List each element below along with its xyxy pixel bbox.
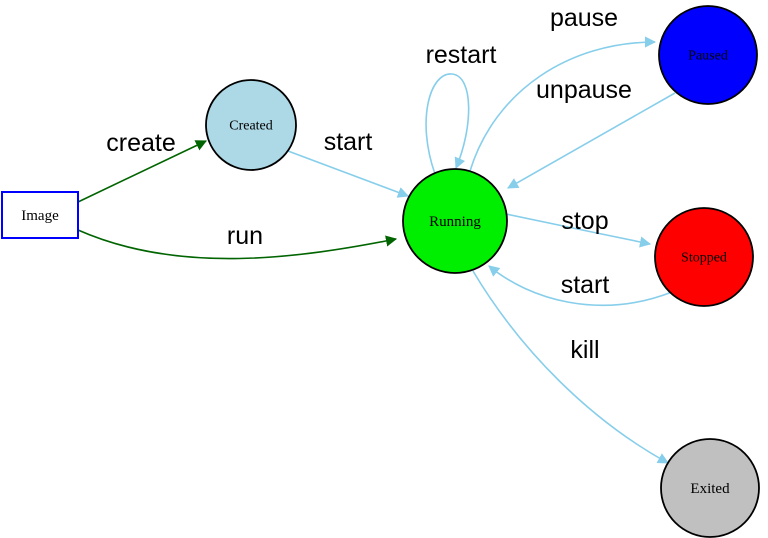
node-paused-shape	[658, 5, 758, 105]
node-image-label: Image	[21, 208, 59, 224]
edge-run[interactable]: run	[77, 222, 398, 260]
edge-restart-path	[425, 73, 470, 175]
edge-start-stopped-path	[488, 265, 673, 307]
edge-kill[interactable]: kill	[472, 270, 669, 464]
edge-start-created-label: start	[324, 128, 373, 156]
edge-pause-path	[469, 36, 657, 172]
edge-stop-label: stop	[561, 207, 608, 235]
edge-unpause-path	[507, 92, 676, 189]
node-paused-label: Paused	[688, 49, 728, 64]
edge-pause[interactable]: pause	[469, 4, 657, 172]
edge-restart[interactable]: restart	[425, 41, 497, 175]
node-exited[interactable]: Exited	[660, 438, 760, 538]
edge-unpause-label: unpause	[536, 76, 632, 104]
edge-create[interactable]: create	[77, 129, 208, 203]
edge-start-stopped-label: start	[561, 271, 610, 299]
node-stopped-label: Stopped	[681, 251, 727, 266]
edge-start-stopped[interactable]: start	[488, 265, 673, 307]
edge-stop-path	[505, 213, 652, 248]
node-exited-label: Exited	[690, 481, 730, 497]
edge-pause-label: pause	[550, 4, 618, 32]
edge-restart-label: restart	[426, 41, 497, 69]
edge-kill-path	[472, 270, 669, 464]
edge-create-label: create	[106, 129, 175, 157]
edge-unpause[interactable]: unpause	[507, 76, 676, 189]
node-paused[interactable]: Paused	[658, 5, 758, 105]
edge-stop[interactable]: stop	[505, 207, 652, 248]
node-stopped-shape	[654, 207, 754, 307]
node-running[interactable]: Running	[402, 168, 508, 274]
edge-run-label: run	[227, 222, 263, 250]
node-running-label: Running	[429, 214, 481, 230]
node-image-shape	[1, 191, 79, 239]
edge-start-created[interactable]: start	[287, 128, 410, 198]
node-created[interactable]: Created	[205, 79, 297, 171]
node-created-shape	[205, 79, 297, 171]
node-stopped[interactable]: Stopped	[654, 207, 754, 307]
node-image[interactable]: Image	[1, 191, 79, 239]
nodes-layer: Image Created Running Paused Stopped	[1, 5, 760, 538]
edge-run-path	[77, 229, 398, 260]
edge-kill-label: kill	[570, 336, 599, 364]
edge-start-created-path	[287, 150, 410, 198]
node-created-label: Created	[229, 119, 273, 134]
edges-layer: create run start restart pause	[77, 4, 676, 464]
edge-create-path	[77, 140, 208, 203]
node-exited-shape	[660, 438, 760, 538]
node-running-shape	[402, 168, 508, 274]
